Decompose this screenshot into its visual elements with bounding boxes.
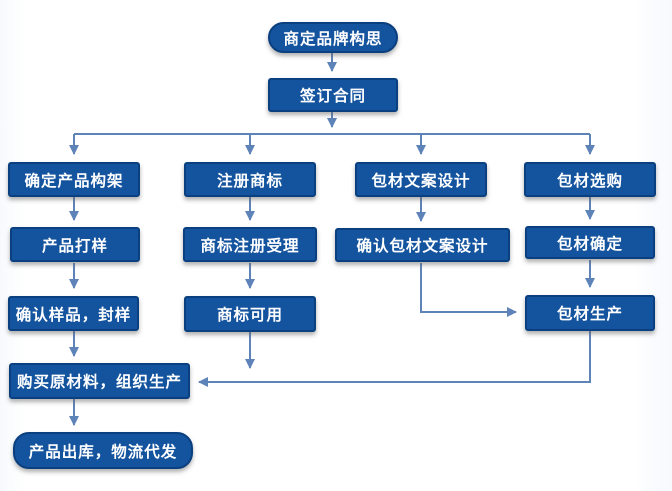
node-packaging-confirm: 包材确定 — [525, 226, 655, 259]
node-confirm-packaging-copy: 确认包材文案设计 — [335, 228, 510, 262]
node-product-structure: 确定产品构架 — [8, 162, 140, 197]
node-packaging-purchase: 包材选购 — [524, 162, 656, 197]
edge-confirm-packaging-copy-to-packaging-production — [420, 263, 517, 317]
node-brand-idea: 商定品牌构思 — [268, 22, 398, 53]
node-trademark-acceptance: 商标注册受理 — [183, 227, 317, 262]
node-sign-contract: 签订合同 — [268, 78, 398, 112]
node-trademark-usable: 商标可用 — [184, 296, 316, 332]
node-packaging-production: 包材生产 — [525, 295, 655, 331]
edge-packaging-production-to-buy-materials — [198, 331, 591, 387]
node-buy-materials: 购买原材料，组织生产 — [9, 363, 190, 399]
node-product-shipping: 产品出库，物流代发 — [13, 432, 193, 469]
node-product-sampling: 产品打样 — [10, 227, 140, 262]
node-packaging-copy-design: 包材文案设计 — [355, 162, 487, 197]
node-confirm-sample: 确认样品，封样 — [8, 296, 139, 331]
node-register-trademark: 注册商标 — [184, 162, 316, 197]
